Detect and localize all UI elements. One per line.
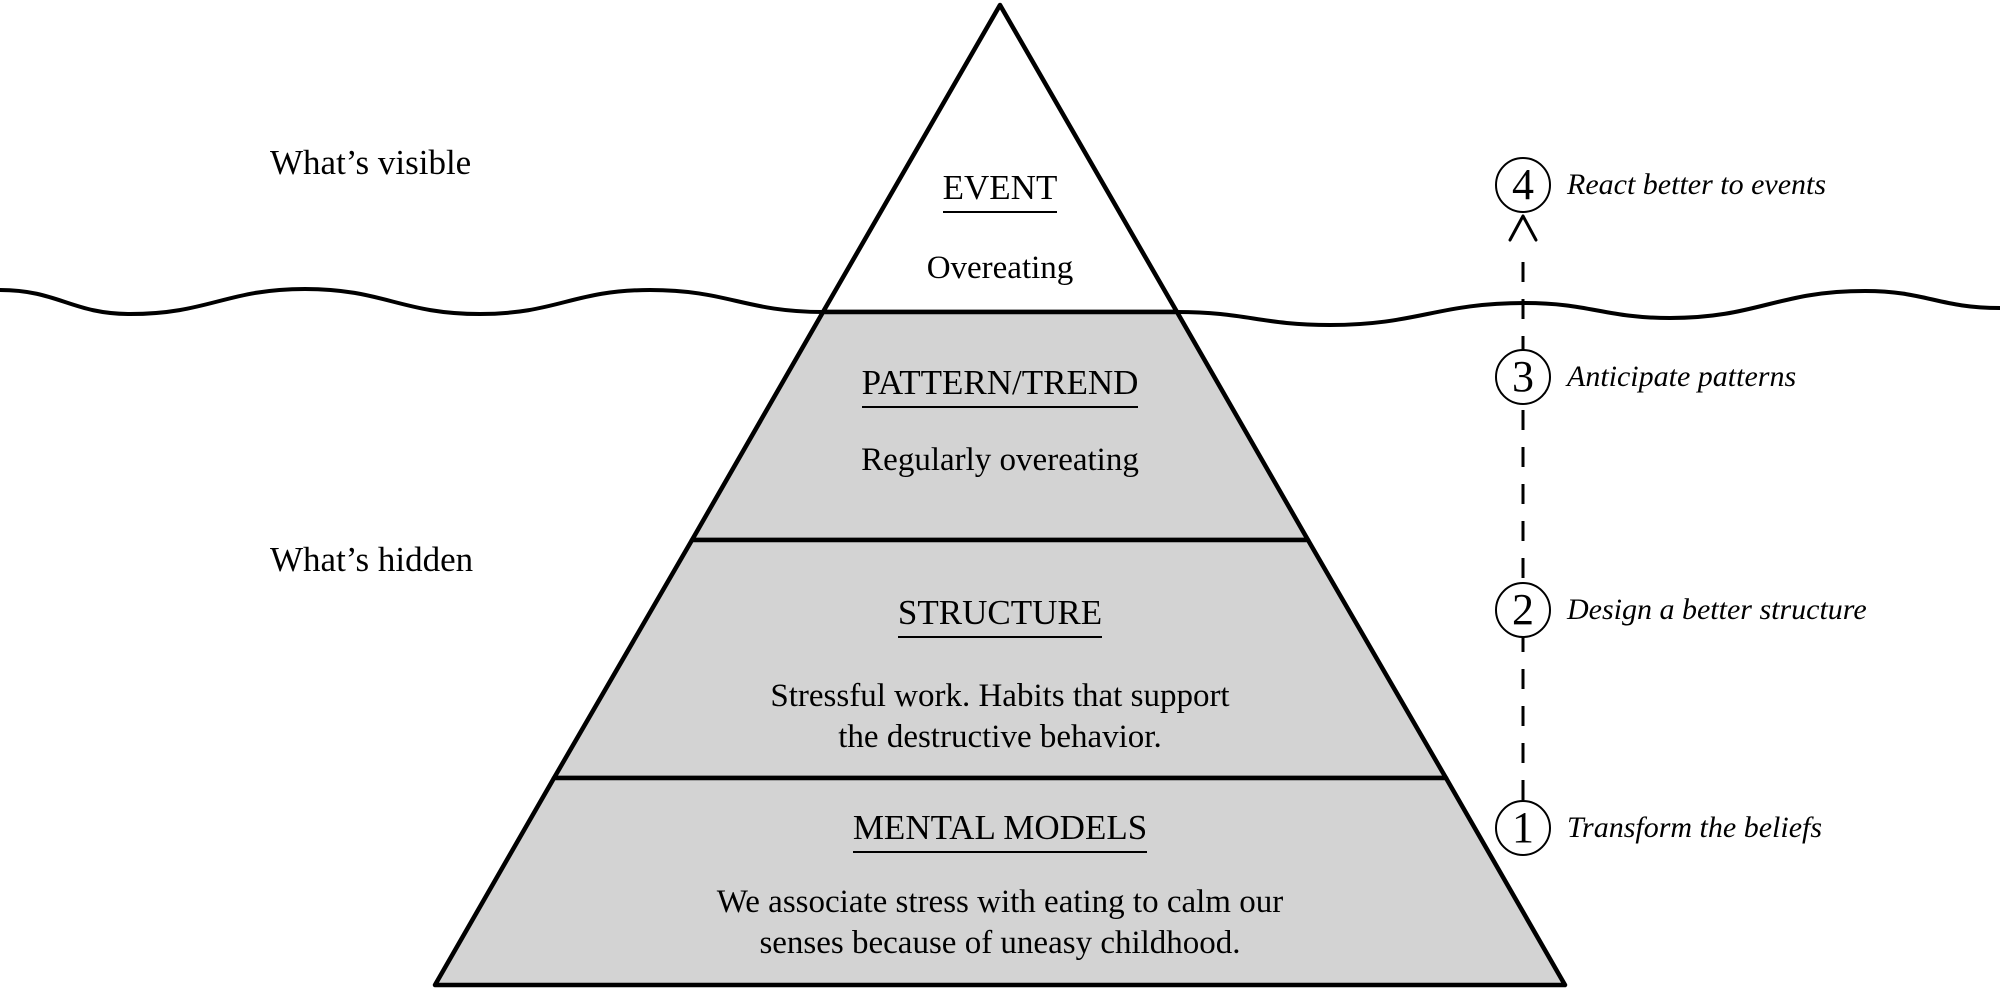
leverage-item-4: 4 React better to events <box>1495 157 1826 213</box>
leverage-label-4: React better to events <box>1567 168 1827 201</box>
pyramid-level-pattern-trend <box>689 309 1311 543</box>
arrow-up-icon <box>1508 214 1538 242</box>
leverage-item-2: 2 Design a better structure <box>1495 582 1867 638</box>
leverage-number-circle-1: 1 <box>1495 800 1551 856</box>
pattern-trend-description: Regularly overeating <box>861 442 1139 478</box>
mental-models-description: We associate stress with eating to calm … <box>716 884 1284 961</box>
mental-models-title-text: MENTAL MODELS <box>852 808 1148 853</box>
event-description: Overeating <box>926 250 1074 286</box>
leverage-number-circle-3: 3 <box>1495 349 1551 405</box>
event-title-text: EVENT <box>942 168 1058 213</box>
mental-models-title: MENTAL MODELS <box>0 808 2000 853</box>
leverage-label-1: Transform the beliefs <box>1567 811 1823 844</box>
label-whats-visible: What’s visible <box>270 143 472 182</box>
leverage-number-circle-4: 4 <box>1495 157 1551 213</box>
structure-title: STRUCTURE <box>0 593 2000 638</box>
leverage-item-1: 1 Transform the beliefs <box>1495 800 1822 856</box>
pattern-trend-title: PATTERN/TREND <box>0 363 2000 408</box>
structure-description: Stressful work. Habits that support the … <box>770 678 1230 755</box>
label-whats-hidden: What’s hidden <box>270 540 474 579</box>
leverage-number-circle-2: 2 <box>1495 582 1551 638</box>
event-title: EVENT <box>0 168 2000 213</box>
pyramid-level-mental-models <box>432 775 1568 988</box>
pattern-trend-title-text: PATTERN/TREND <box>861 363 1139 408</box>
leverage-label-2: Design a better structure <box>1567 593 1867 626</box>
structure-title-text: STRUCTURE <box>897 593 1103 638</box>
leverage-label-3: Anticipate patterns <box>1567 360 1797 393</box>
leverage-item-3: 3 Anticipate patterns <box>1495 349 1796 405</box>
